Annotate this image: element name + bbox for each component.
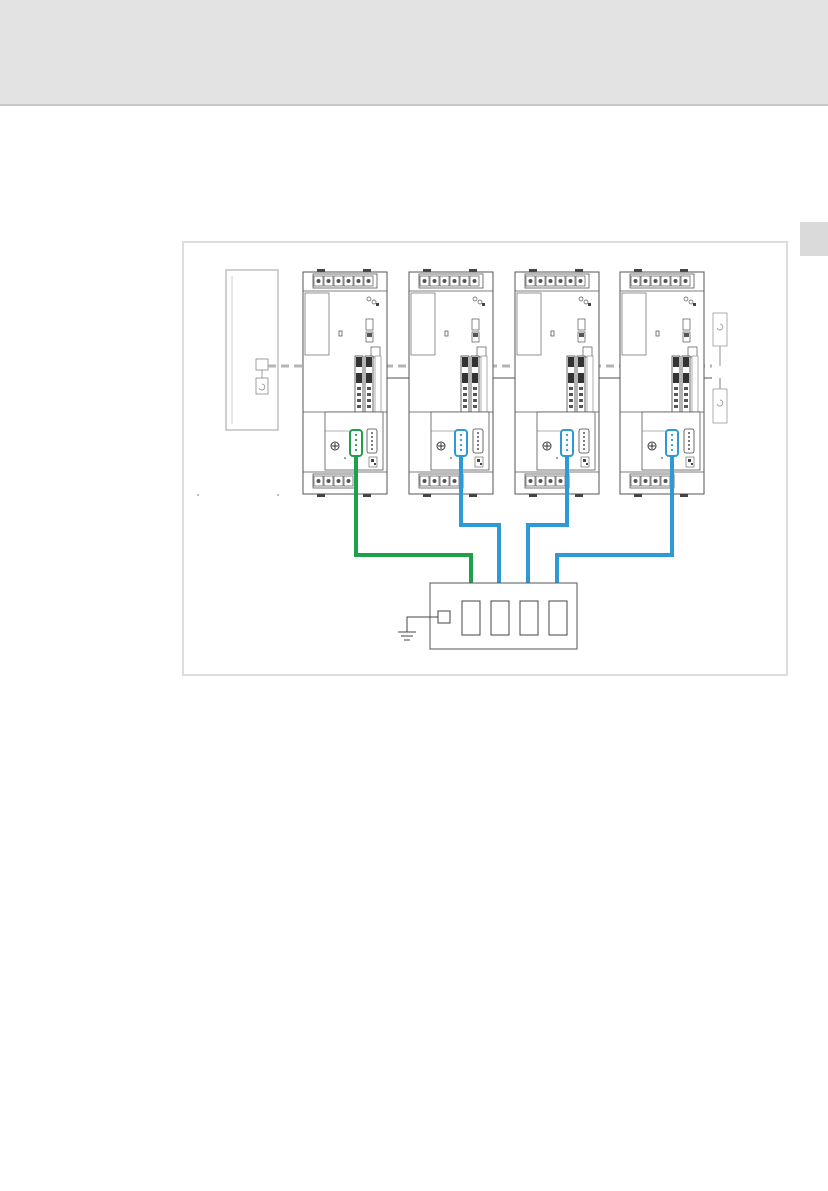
shield-clamp-icon xyxy=(713,313,727,346)
hub-port-3 xyxy=(520,601,538,635)
supply-unit xyxy=(226,270,278,430)
sub-d-connector-icon xyxy=(350,430,362,456)
sub-d-connector-icon xyxy=(666,430,678,456)
shield-clamp-icon xyxy=(713,389,727,423)
sub-d-connector-icon xyxy=(561,430,573,456)
servo-module-2 xyxy=(409,269,493,497)
servo-module-1 xyxy=(303,269,387,497)
servo-module-3 xyxy=(515,269,599,497)
hub-pe-terminal xyxy=(438,611,450,623)
supply-terminal xyxy=(256,359,268,370)
hub-port-1 xyxy=(462,601,480,635)
hub-port-2 xyxy=(491,601,509,635)
shield-clamp-icon xyxy=(256,378,268,394)
sub-d-connector-icon xyxy=(455,430,467,456)
signal-distributor xyxy=(430,583,577,649)
servo-module-4 xyxy=(620,269,704,497)
hub-port-4 xyxy=(549,601,567,635)
